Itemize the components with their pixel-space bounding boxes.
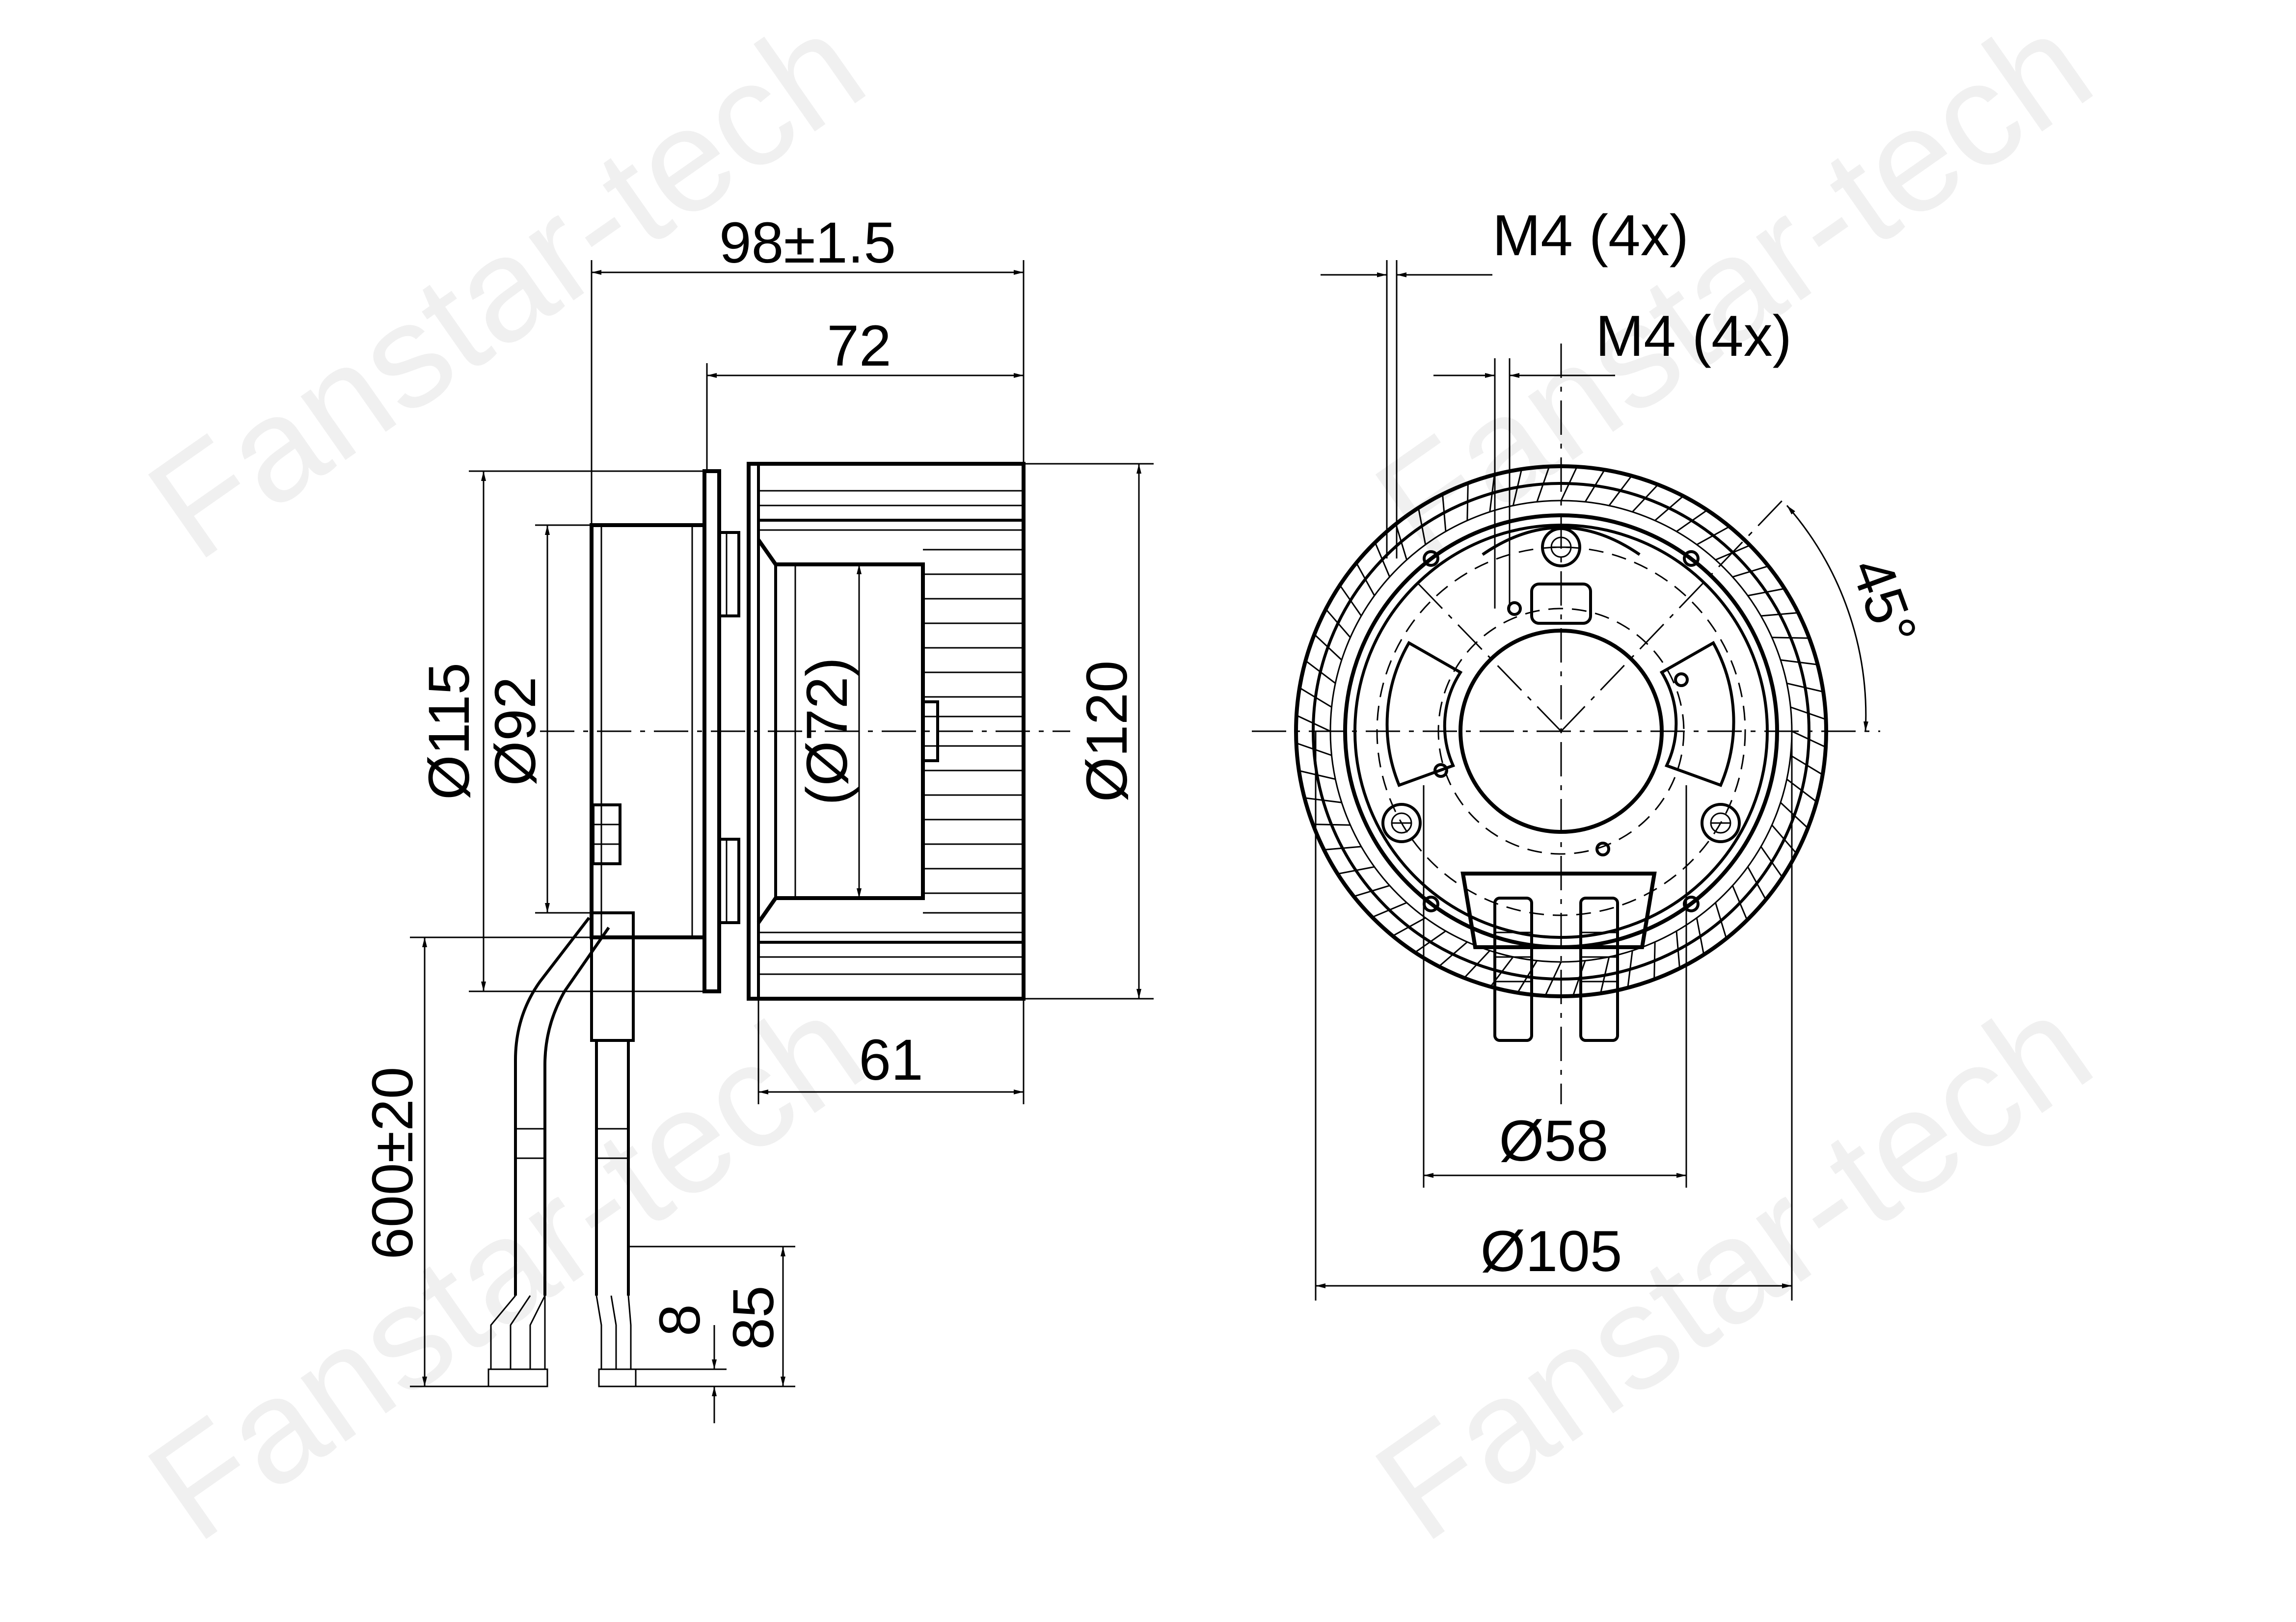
dim-strip-length: 8 (648, 1304, 712, 1336)
blade-tick (1296, 715, 1331, 732)
screw-boss-right (1701, 803, 1741, 843)
front-hub (1459, 629, 1664, 834)
blade-tick (1414, 930, 1446, 953)
blade-tick (1791, 730, 1826, 748)
blade-tick (1353, 885, 1390, 898)
blade-tick (1632, 484, 1659, 513)
impeller (747, 462, 1026, 1001)
dim-impeller-width: 72 (827, 314, 891, 378)
blade-tick (1299, 687, 1332, 708)
blade-tick (1442, 494, 1447, 532)
blade-tick (1512, 469, 1523, 506)
blade-tick (1337, 866, 1375, 875)
watermark-top-right: Fanstar-tech (1347, 0, 2119, 590)
dim-thread-inner: M4 (4x) (1595, 304, 1792, 369)
blade-tick (1372, 902, 1407, 918)
slot-right (1659, 640, 1735, 787)
blade-tick (1355, 562, 1376, 596)
blade-tick (1466, 483, 1469, 521)
screw-boss-top (1541, 527, 1581, 567)
blade-tick (1305, 660, 1336, 684)
dim-blade-length: 61 (859, 1028, 923, 1092)
blade-tick (1731, 885, 1748, 921)
watermark-bottom-right: Fanstar-tech (1347, 962, 2119, 1571)
dim-outer-pcd: Ø105 (1481, 1219, 1622, 1284)
blade-tick (1314, 634, 1343, 661)
dim-motor-diameter: Ø92 (483, 676, 548, 786)
blade-tick (1438, 941, 1468, 967)
blade-tick (1599, 957, 1610, 994)
front-view: M4 (4x) M4 (4x) 45° Ø58 Ø105 (1252, 203, 1929, 1301)
blade-tick (1747, 587, 1785, 597)
blade-tick (1732, 565, 1769, 578)
watermark-top-left: Fanstar-tech (120, 0, 891, 590)
cables (487, 911, 637, 1387)
side-view: 98±1.5 72 Ø115 Ø92 (Ø72) Ø120 (360, 211, 1154, 1423)
dim-flange-diameter: Ø115 (417, 663, 482, 800)
watermark-bottom-left: Fanstar-tech (120, 962, 891, 1571)
blade-tick (1584, 469, 1605, 503)
blade-tick (1676, 509, 1708, 532)
dim-hub-diameter: (Ø72) (795, 657, 860, 805)
blade-tick (1325, 609, 1351, 638)
blade-tick (1572, 960, 1586, 996)
blade-tick (1339, 585, 1362, 616)
dim-overall-length: 98±1.5 (719, 211, 896, 275)
dim-cable-length: 600±20 (360, 1067, 425, 1260)
blade-tick (1771, 824, 1797, 854)
blade-tick (1780, 802, 1809, 829)
blade-tick (1304, 797, 1342, 803)
blade-tick (1696, 917, 1705, 955)
blade-tick (1489, 475, 1495, 512)
cable-outlet (1460, 872, 1657, 1042)
blade-tick (1395, 524, 1407, 560)
blade-tick (1374, 542, 1391, 578)
front-dimensions: M4 (4x) M4 (4x) 45° Ø58 Ø105 (1315, 203, 1929, 1301)
blade-tick (1696, 526, 1730, 546)
blade-tick (1608, 475, 1632, 506)
dim-impeller-diameter: Ø120 (1075, 661, 1139, 802)
impeller-outer-ring (1294, 464, 1828, 998)
blade-tick (1654, 495, 1684, 521)
blade-tick (1560, 466, 1578, 501)
blade-tick (1653, 942, 1656, 980)
blade-tick (1517, 960, 1538, 993)
outer-bolt-circle (1376, 546, 1746, 916)
blade-tick (1313, 824, 1351, 826)
blade-tick (1760, 846, 1783, 878)
inner-m4-holes (1433, 601, 1689, 856)
blade-tick (1392, 917, 1426, 937)
dim-angle: 45° (1838, 550, 1929, 654)
blade-tick (1417, 507, 1427, 545)
blade-tick (1544, 961, 1562, 996)
screw-boss-left (1381, 803, 1422, 843)
dim-wire-length: 85 (721, 1285, 786, 1350)
blade-tick (1296, 742, 1332, 756)
slot-left (1385, 640, 1463, 787)
blade-tick (1324, 846, 1362, 851)
side-dimensions: 98±1.5 72 Ø115 Ø92 (Ø72) Ø120 (360, 211, 1154, 1423)
blade-tick (1463, 950, 1490, 979)
blade-tick (1790, 754, 1823, 775)
blade-tick (1627, 950, 1633, 988)
outer-m4-holes (1423, 550, 1700, 912)
blade-tick (1747, 866, 1767, 900)
inner-bolt-circle (1437, 608, 1685, 855)
blade-tick (1536, 466, 1550, 503)
dim-thread-outer: M4 (4x) (1492, 203, 1689, 268)
mounting-flange (702, 469, 740, 993)
blade-tick (1715, 902, 1728, 939)
blade-tick (1298, 770, 1336, 780)
blade-tick (1675, 931, 1680, 969)
dim-inner-pcd: Ø58 (1499, 1109, 1608, 1173)
